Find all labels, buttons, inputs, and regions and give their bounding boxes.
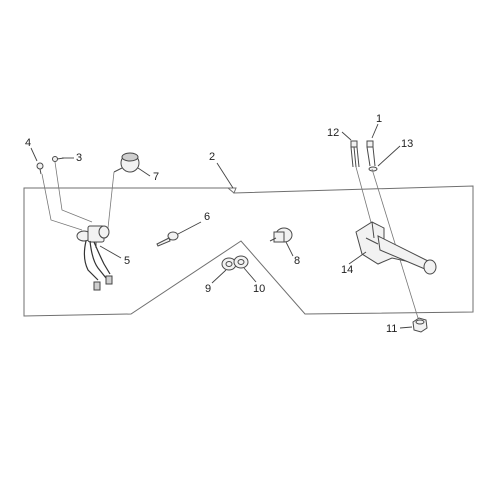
leader-6 — [177, 221, 202, 235]
washer-part-9[interactable] — [221, 257, 237, 271]
leader-1 — [371, 123, 379, 139]
leader-2 — [216, 162, 234, 189]
leader-11 — [399, 326, 413, 329]
screw-guide-line — [41, 173, 83, 231]
leader-5 — [99, 245, 122, 259]
leader-7 — [137, 167, 151, 177]
leader-4 — [30, 147, 38, 162]
leader-9 — [211, 269, 227, 284]
assembly-outline-fold — [227, 187, 235, 194]
leader-13 — [377, 145, 401, 167]
bolt-guide-line-2 — [371, 168, 419, 319]
screw-part-3[interactable] — [52, 156, 65, 162]
callout-number: 9 — [205, 283, 211, 295]
key-cylinder-cap-part-7[interactable] — [107, 152, 140, 229]
nut-part-11[interactable] — [412, 317, 428, 333]
leader-12 — [341, 131, 352, 141]
screw-part-4[interactable] — [36, 162, 44, 175]
washer-part-10[interactable] — [233, 255, 249, 269]
bolt-part-1[interactable] — [366, 140, 376, 167]
ignition-switch-part-5[interactable] — [76, 225, 113, 291]
lock-cylinder-part-8[interactable] — [269, 227, 293, 243]
callout-number: 12 — [327, 127, 339, 139]
key-part-6[interactable] — [156, 231, 179, 247]
screw-guide-line-2 — [54, 161, 93, 223]
callout-number: 14 — [341, 264, 353, 276]
mounting-bracket-part-14[interactable] — [355, 221, 437, 275]
leader-14 — [348, 251, 367, 265]
callout-number: 2 — [209, 151, 215, 163]
bolt-part-12[interactable] — [350, 140, 360, 168]
callout-number: 13 — [401, 138, 413, 150]
leader-8 — [285, 241, 294, 257]
callout-number: 4 — [25, 137, 31, 149]
callout-number: 3 — [76, 152, 82, 164]
callout-number: 5 — [124, 255, 130, 267]
assembly-outline — [23, 185, 474, 317]
callout-number: 10 — [253, 283, 265, 295]
washer-part-13[interactable] — [368, 166, 378, 172]
bolt-guide-line — [355, 166, 373, 227]
callout-number: 8 — [294, 255, 300, 267]
callout-number: 6 — [204, 211, 210, 223]
callout-number: 7 — [153, 171, 159, 183]
leader-10 — [243, 267, 257, 283]
callout-number: 11 — [386, 323, 397, 335]
callout-number: 1 — [376, 113, 382, 125]
